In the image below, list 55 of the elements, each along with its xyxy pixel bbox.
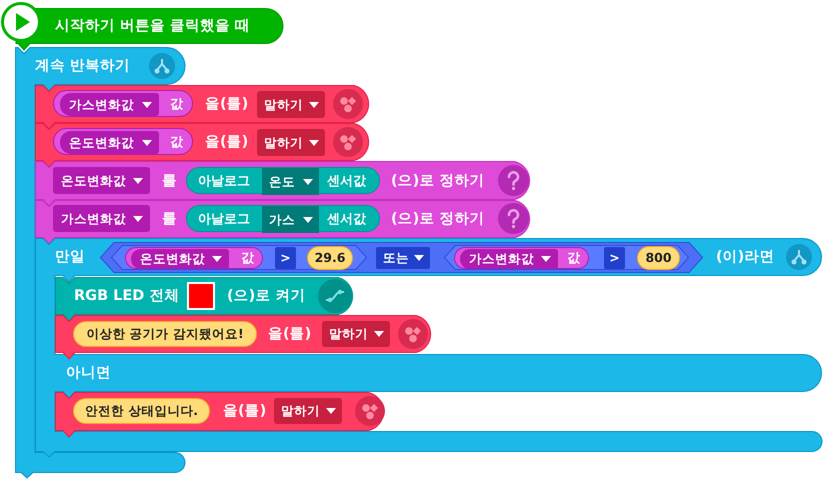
block-label: 을(를) [205,95,248,114]
say-block [55,392,388,438]
variable-reporter [125,247,263,269]
variable-reporter [53,90,193,117]
variable-dropdown: 온도변화값 [131,249,229,269]
variable-reporter [454,247,589,269]
variable-dropdown: 가스변화값 [60,93,159,116]
block-label: RGB LED 전체 [74,287,180,306]
block-label: 을(를) [205,133,248,152]
variable-dropdown: 온도변화값 [53,167,150,194]
reporter-label: 센서값 [327,210,366,228]
operator-field: > [604,247,625,269]
reporter-label: 값 [241,250,254,268]
block-label: (으)로 정하기 [391,210,484,229]
sensor-dropdown: 온도 [262,168,319,195]
reporter-label: 값 [170,96,183,114]
block-label: 만일 [55,248,85,267]
action-dropdown: 말하기 [274,398,342,424]
reporter-label: 센서값 [327,172,366,190]
start-hat-block [0,2,284,52]
block-label: (으)로 정하기 [391,172,484,190]
action-dropdown: 말하기 [322,321,390,347]
block-label: 아니면 [66,364,111,383]
action-dropdown: 말하기 [257,91,325,118]
block-label: (이)라면 [716,248,774,267]
number-input-field: 800 [637,246,680,270]
block-label: 을(를) [268,325,312,344]
logic-dropdown: 또는 [376,247,430,269]
variable-reporter [53,128,193,155]
color-field [187,282,215,310]
sensor-reporter [186,167,380,194]
block-label: 을(를) [223,402,266,421]
comparison-condition [444,245,689,270]
reporter-label: 값 [567,250,580,268]
variable-dropdown: 가스변화값 [53,205,150,232]
sensor-reporter [186,205,380,232]
operator-field: > [275,247,296,269]
variable-dropdown: 온도변화값 [60,131,159,154]
reporter-label: 아날로그 [198,210,250,228]
block-label: 계속 반복하기 [35,57,130,76]
action-dropdown: 말하기 [257,129,325,156]
reporter-label: 값 [170,134,183,152]
text-input-field: 안전한 상태입니다. [73,398,210,424]
block-label: 를 [162,210,177,229]
comparison-condition [111,245,367,270]
sensor-dropdown: 가스 [262,206,319,233]
text-input-field: 이상한 공기가 감지됐어요! [73,321,257,347]
or-condition [100,242,703,273]
reporter-label: 아날로그 [198,172,250,190]
block-label: 시작하기 버튼을 클릭했을 때 [55,17,250,36]
variable-dropdown: 가스변화값 [460,249,558,269]
block-label: 를 [162,172,177,190]
block-label: (으)로 켜기 [227,287,306,306]
if-else-block [35,238,823,458]
number-input-field: 29.6 [307,246,353,270]
